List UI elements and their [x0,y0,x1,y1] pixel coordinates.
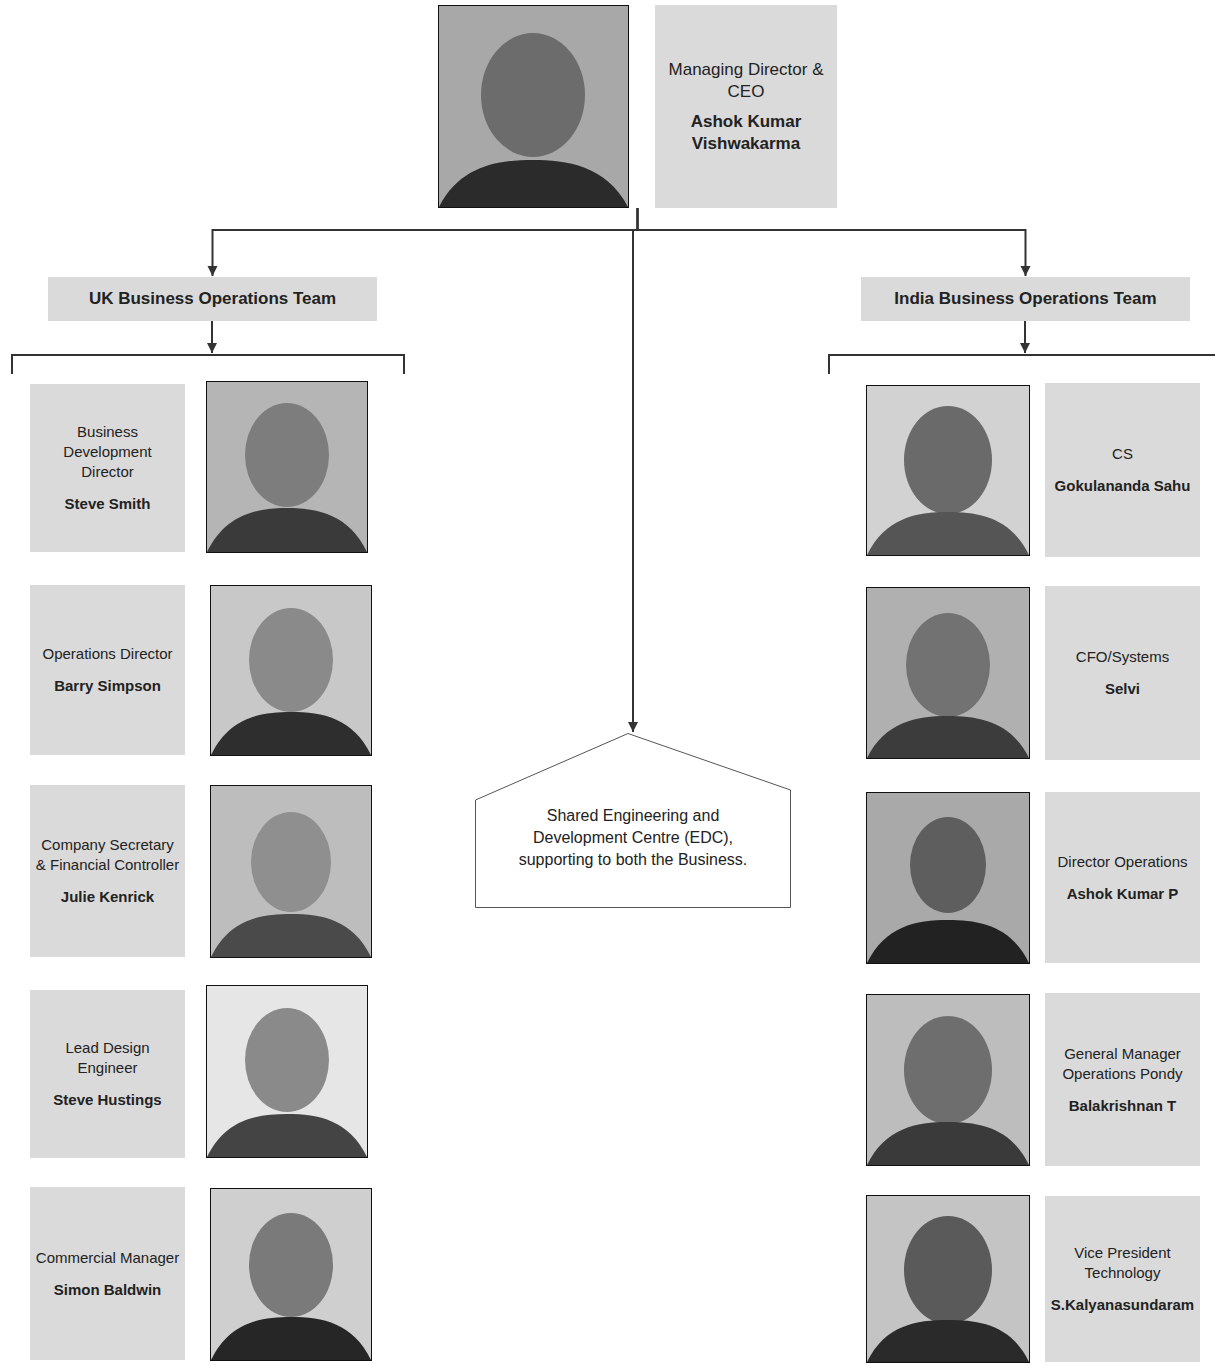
role-title: Managing Director & CEO [660,59,832,103]
person-name: Julie Kenrick [61,887,154,907]
person-name: Gokulananda Sahu [1055,476,1191,496]
role-title: CFO/Systems [1076,647,1169,667]
role-box: Company Secretary & Financial Controller… [30,785,185,957]
portrait-photo [867,588,1030,759]
portrait-photo [207,986,368,1158]
portrait-photo [207,382,368,553]
role-title: Operations Director [42,644,172,664]
title-panel: Managing Director & CEO Ashok Kumar Vishw… [655,5,837,208]
portrait-photo [867,995,1030,1166]
portrait-photo [439,6,629,208]
role-box: Vice President TechnologyS.Kalyanasundar… [1045,1196,1200,1362]
text-stack: Commercial ManagerSimon Baldwin [30,1187,185,1360]
person-name: Ashok Kumar P [1067,884,1179,904]
text-stack: Business Development DirectorSteve Smith [30,384,185,552]
text-stack: Operations DirectorBarry Simpson [30,585,185,755]
role-title: Commercial Manager [36,1248,179,1268]
role-title: Lead Design Engineer [35,1038,180,1078]
team-box: India Business Operations Team [861,277,1190,321]
team-bracket [12,321,404,374]
role-box: Lead Design EngineerSteve Hustings [30,990,185,1158]
role-title: Director Operations [1057,852,1187,872]
text-stack: General Manager Operations PondyBalakris… [1045,993,1200,1166]
role-box: CFO/SystemsSelvi [1045,586,1200,760]
team-box: UK Business Operations Team [48,277,377,321]
role-box: CS Gokulananda Sahu [1045,383,1200,557]
org-connector [633,208,638,732]
text-stack: Company Secretary & Financial Controller… [30,785,185,957]
team-name: India Business Operations Team [894,288,1156,310]
role-title: General Manager Operations Pondy [1050,1044,1195,1084]
text-stack: Director OperationsAshok Kumar P [1045,792,1200,963]
person-name: Steve Hustings [53,1090,161,1110]
role-title: Company Secretary & Financial Controller [35,835,180,875]
team-name: UK Business Operations Team [89,288,336,310]
portrait-photo [867,386,1030,556]
person-name: Simon Baldwin [54,1280,162,1300]
team-bracket [829,321,1215,374]
portrait-photo [867,793,1030,964]
org-connector [638,208,1026,276]
text-stack: Vice President TechnologyS.Kalyanasundar… [1045,1196,1200,1362]
text-stack: UK Business Operations Team [48,277,377,321]
person-name: Ashok Kumar Vishwakarma [660,111,832,155]
person-name: Barry Simpson [54,676,161,696]
text-stack: CFO/SystemsSelvi [1045,586,1200,760]
portrait-photo [211,1189,372,1361]
org-connector [213,208,638,276]
person-name: S.Kalyanasundaram [1051,1295,1194,1315]
role-box: Business Development DirectorSteve Smith [30,384,185,552]
person-name: Steve Smith [65,494,151,514]
text-stack: India Business Operations Team [861,277,1190,321]
portrait-photo [211,786,372,958]
person-name: Balakrishnan T [1069,1096,1177,1116]
role-box: General Manager Operations PondyBalakris… [1045,993,1200,1166]
text-stack: Lead Design EngineerSteve Hustings [30,990,185,1158]
text-stack: CS Gokulananda Sahu [1045,383,1200,557]
text-stack: Managing Director & CEO Ashok Kumar Vishw… [655,5,837,208]
person-name: Selvi [1105,679,1140,699]
role-title: Business Development Director [35,422,180,482]
portrait-photo [867,1196,1030,1363]
portrait-photo [211,586,372,756]
role-title: CS [1112,444,1133,464]
centre-text: Shared Engineering and Development Centr… [505,805,761,871]
text-stack: Shared Engineering and Development Centr… [475,733,791,908]
role-title: Vice President Technology [1050,1243,1195,1283]
shared-centre-box: Shared Engineering and Development Centr… [475,733,791,908]
role-box: Director OperationsAshok Kumar P [1045,792,1200,963]
ceo-box: Managing Director & CEO Ashok Kumar Vishw… [438,5,837,208]
role-box: Operations DirectorBarry Simpson [30,585,185,755]
role-box: Commercial ManagerSimon Baldwin [30,1187,185,1360]
pentagon-shape [476,734,791,908]
